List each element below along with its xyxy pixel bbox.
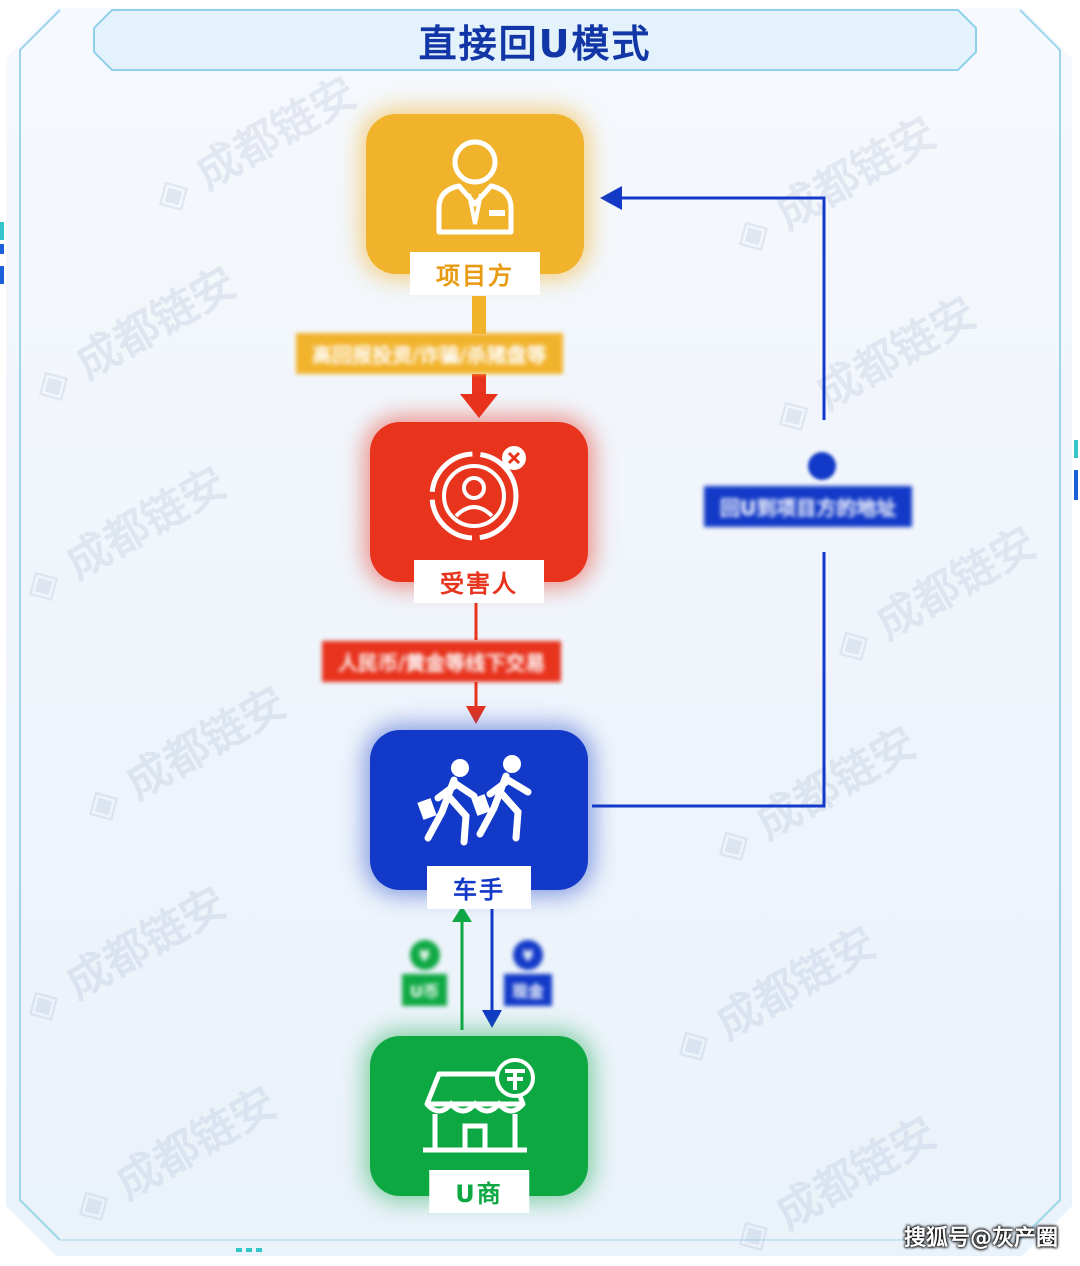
edge-label-runner-to-project: 回U到项目方的地址 bbox=[704, 486, 913, 527]
node-runner: 车手 bbox=[370, 730, 588, 909]
coin-icon: ¥ bbox=[513, 940, 543, 970]
edge-line bbox=[472, 296, 486, 334]
diagram-title: 直接回U模式 bbox=[418, 21, 652, 66]
running-people-icon bbox=[417, 755, 532, 846]
edge-label-project-to-victim: 高回报投资/诈骗/杀猪盘等 bbox=[296, 333, 563, 374]
node-label: 车手 bbox=[427, 866, 531, 909]
arrowhead bbox=[460, 394, 498, 418]
edge-label-victim-to-runner: 人民币/黄金等线下交易 bbox=[322, 641, 562, 682]
arrowhead bbox=[482, 1010, 502, 1028]
coin-icon bbox=[808, 452, 836, 480]
source-credit: 搜狐号@灰产圈 bbox=[903, 1226, 1058, 1251]
arrowhead bbox=[600, 186, 622, 210]
store-tether-icon bbox=[423, 1058, 535, 1153]
node-label: 受害人 bbox=[414, 560, 544, 603]
node-project: 项目方 bbox=[366, 114, 584, 295]
chip-u-coin: ¥ U币 bbox=[402, 940, 447, 1006]
edge-line bbox=[472, 374, 486, 394]
edge-line bbox=[620, 196, 826, 420]
node-label: U商 bbox=[429, 1170, 529, 1213]
edge-line bbox=[592, 552, 826, 808]
chip-cash: ¥ 现金 bbox=[504, 940, 553, 1006]
targeted-person-icon bbox=[429, 446, 526, 541]
node-ushop: U商 bbox=[370, 1036, 588, 1213]
node-victim: 受害人 bbox=[370, 422, 588, 603]
coin-icon: ¥ bbox=[409, 940, 440, 970]
title-banner: 直接回U模式 bbox=[92, 8, 978, 72]
businessman-icon bbox=[436, 139, 514, 235]
arrowhead bbox=[452, 906, 472, 922]
arrowhead bbox=[466, 706, 486, 724]
node-label: 项目方 bbox=[410, 252, 540, 295]
